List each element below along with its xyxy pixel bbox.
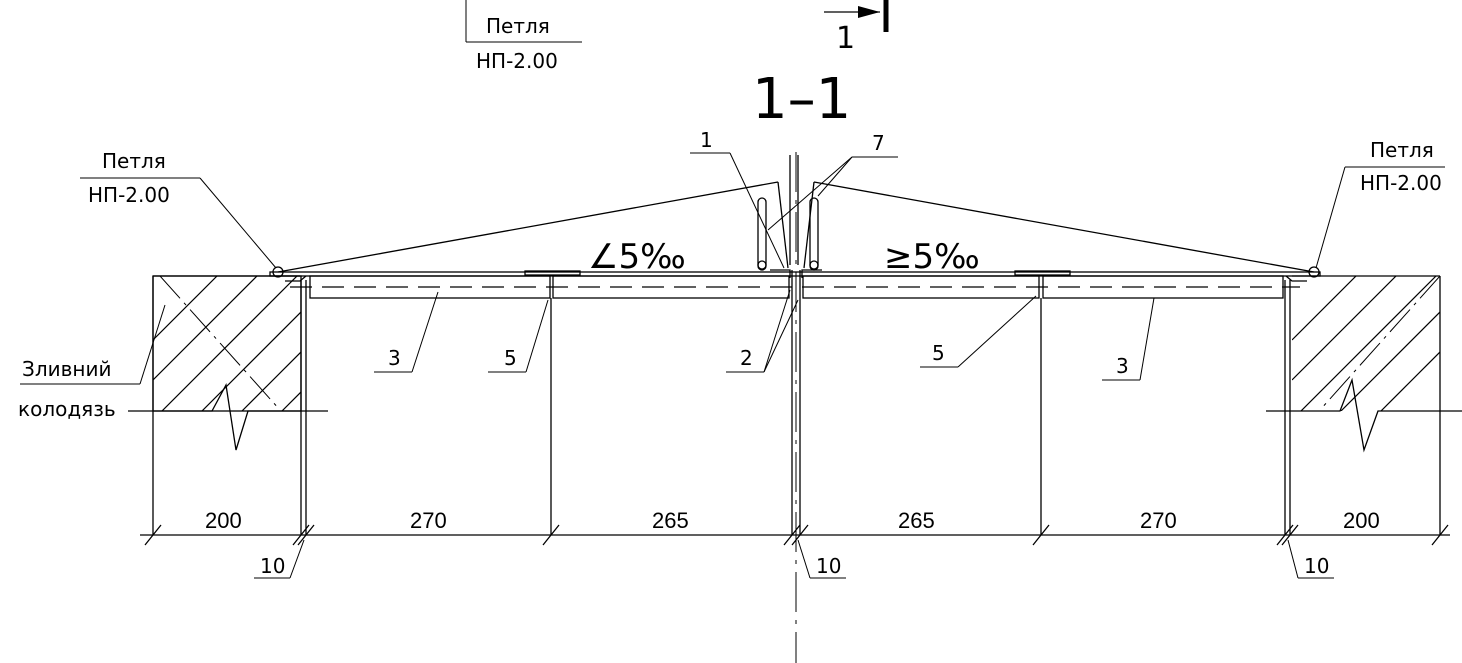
lifting-loop-sling (277, 155, 1315, 273)
dimension-line: 200 270 265 265 270 200 (140, 508, 1450, 546)
drain-well-left (128, 275, 328, 535)
svg-text:10: 10 (1304, 554, 1329, 578)
loop-label-top: Петля НП-2.00 (465, 0, 582, 73)
callout-3-left: 3 (374, 291, 439, 373)
callout-7: 7 (767, 131, 898, 231)
svg-text:3: 3 (1116, 354, 1129, 378)
slope-left: ∠5‰ (588, 237, 686, 277)
loop-label-top-code: НП-2.00 (476, 49, 558, 73)
callout-10-mid: 10 (797, 539, 846, 579)
drain-well-label: Зливний колодязь (18, 304, 166, 421)
svg-text:10: 10 (260, 554, 285, 578)
dim-200-right: 200 (1343, 508, 1380, 533)
dim-270-right: 270 (1140, 508, 1177, 533)
callout-3-right: 3 (1102, 297, 1155, 381)
drain-well-label-1: Зливний (22, 357, 111, 381)
svg-text:3: 3 (388, 346, 401, 370)
loop-label-right-title: Петля (1370, 138, 1434, 162)
drain-well-right (1266, 275, 1462, 535)
svg-text:5: 5 (504, 346, 517, 370)
svg-text:7: 7 (872, 131, 885, 155)
loop-label-left-code: НП-2.00 (88, 183, 170, 207)
callout-10-left: 10 (254, 539, 305, 579)
loop-label-top-title: Петля (486, 14, 550, 38)
dim-265-right: 265 (898, 508, 935, 533)
loop-label-left: Петля НП-2.00 (80, 149, 277, 269)
gratings (269, 266, 1321, 299)
dim-265-left: 265 (652, 508, 689, 533)
svg-text:1: 1 (700, 128, 713, 152)
svg-text:5: 5 (932, 341, 945, 365)
section-cut-number: 1 (836, 21, 855, 56)
dim-270-left: 270 (410, 508, 447, 533)
section-cut-marker: 1 (824, 0, 889, 56)
channel-walls (300, 270, 1291, 535)
svg-text:10: 10 (816, 554, 841, 578)
callout-5-right: 5 (920, 295, 1037, 368)
loop-label-right: Петля НП-2.00 (1315, 138, 1445, 269)
loop-label-left-title: Петля (102, 149, 166, 173)
drain-well-label-2: колодязь (18, 397, 116, 421)
callout-5-left: 5 (488, 299, 549, 373)
callout-2: 2 (726, 289, 799, 373)
section-title: 1–1 (752, 67, 851, 132)
svg-text:2: 2 (740, 346, 753, 370)
callout-10-right: 10 (1287, 539, 1334, 579)
loop-label-right-code: НП-2.00 (1360, 171, 1442, 195)
slope-right: ≥5‰ (884, 237, 980, 277)
callout-1: 1 (690, 128, 785, 269)
dim-200-left: 200 (205, 508, 242, 533)
